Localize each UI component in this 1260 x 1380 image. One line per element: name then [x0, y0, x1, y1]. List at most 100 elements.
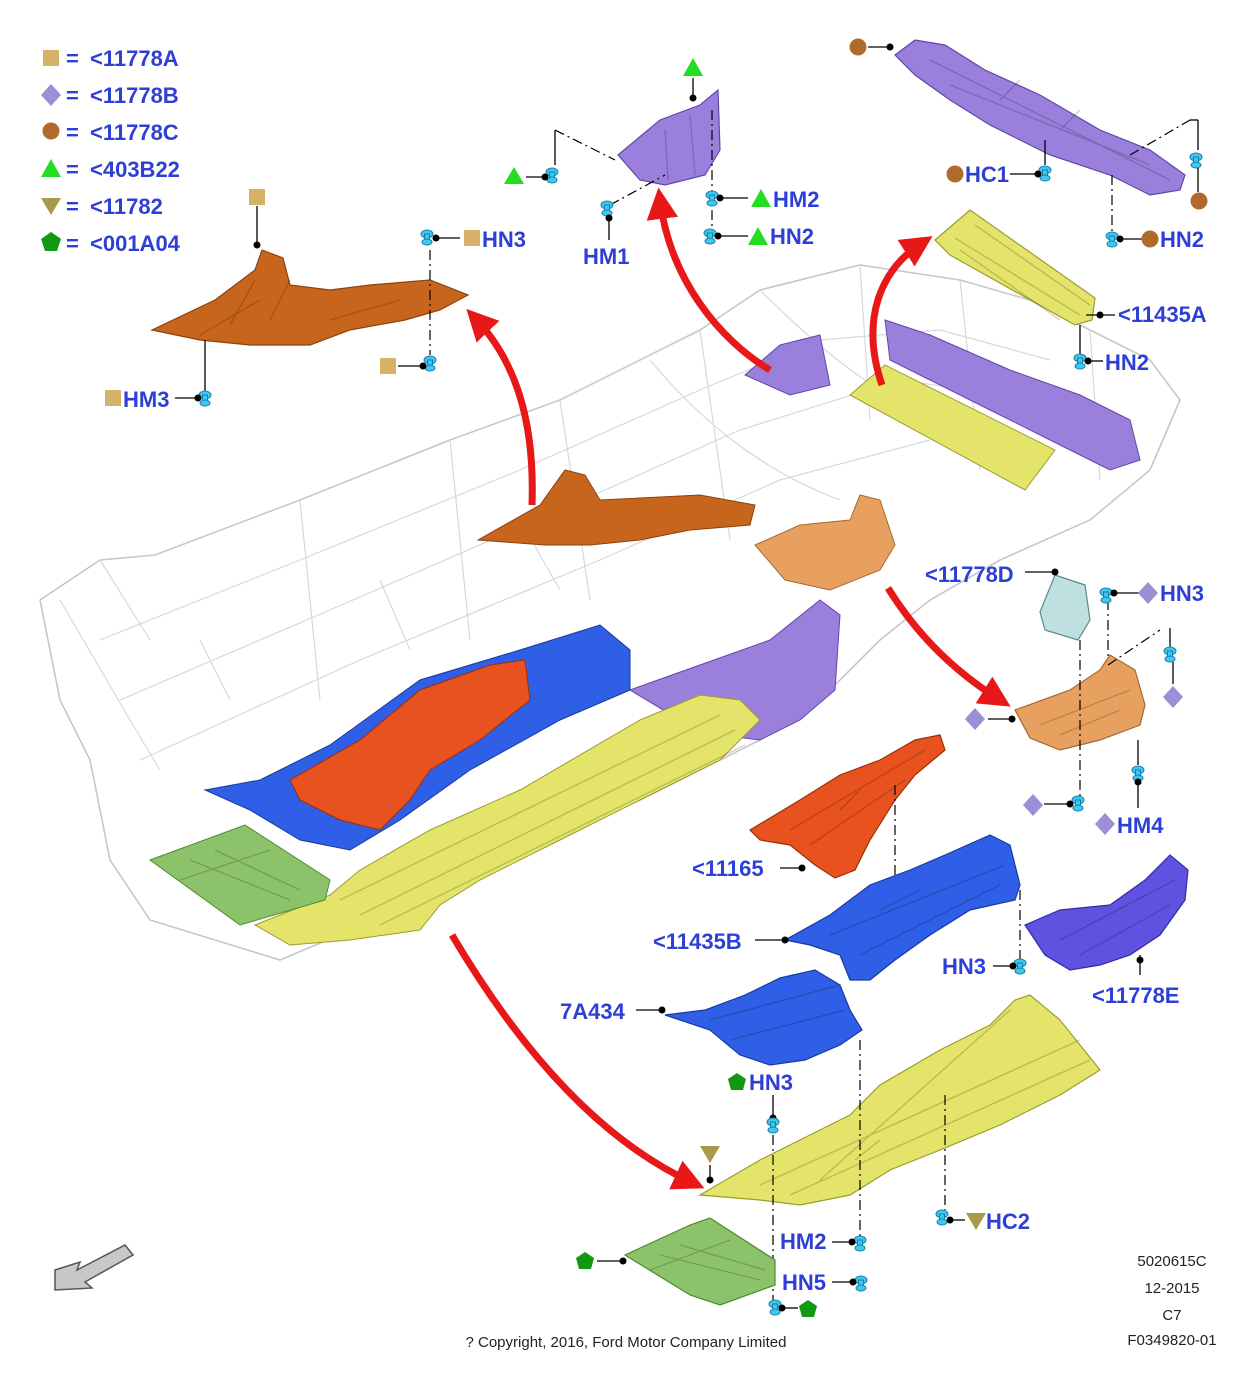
callout-hn5: HN5: [782, 1270, 826, 1295]
legend-row-11778c: = <11778C: [42, 120, 179, 145]
callout-hn3-mid: HN3: [942, 954, 986, 979]
callout-hn3: HN3: [482, 227, 526, 252]
legend-ref: <11778A: [90, 46, 179, 71]
drawing-revision: C7: [1162, 1307, 1181, 1324]
red-arrow-to-orange-insulator: [466, 308, 536, 506]
callout-7a434: 7A434: [560, 999, 626, 1024]
installed-purple-rear-insulator: [884, 319, 1141, 471]
diamond-marker-icon: [1163, 686, 1183, 708]
pentagon-marker-icon: [576, 1252, 594, 1269]
triangle-up-marker-icon: [683, 58, 703, 76]
clip-icon: [1189, 152, 1203, 169]
clip-icon: [423, 355, 437, 372]
installed-purple-tunnel-insulator: [744, 334, 831, 396]
triangle-down-marker-icon: [700, 1146, 720, 1163]
legend-ref: <001A04: [90, 231, 181, 256]
clip-icon: [1071, 795, 1085, 812]
clip-icon: [853, 1235, 867, 1252]
legend-equals: =: [66, 83, 79, 108]
legend-row-11778b: = <11778B: [41, 83, 179, 108]
circle-marker-icon: [849, 38, 867, 56]
rear-bracket-assembly: <11778D HN3 HM4: [925, 562, 1204, 838]
installed-components: [148, 319, 1141, 946]
green-skid-plate-part: [576, 1217, 817, 1317]
callout-hc1: HC1: [965, 162, 1009, 187]
callout-hn2: HN2: [770, 224, 814, 249]
installed-yellow-floor-shield: [253, 694, 761, 946]
legend-equals: =: [66, 46, 79, 71]
clip-icon: [1105, 231, 1119, 248]
square-marker-icon: [249, 189, 265, 205]
callout-hm2: HM2: [773, 187, 819, 212]
pentagon-marker-icon: [728, 1073, 746, 1090]
vehicle-front-direction-icon: [54, 1244, 135, 1291]
callout-11165: <11165: [692, 856, 764, 881]
installed-orange-insulator: [476, 469, 756, 546]
blue-shield-7a434-part: 7A434: [560, 969, 863, 1066]
callout-hm3: HM3: [123, 387, 169, 412]
bracket-11778d: [1039, 574, 1091, 641]
purple-insulator-11778e-part: <11778E: [1024, 854, 1189, 1008]
legend-row-001a04: = <001A04: [41, 231, 181, 256]
clip-icon: [600, 200, 614, 217]
diamond-marker-icon: [1023, 794, 1043, 816]
triangle-up-marker-icon: [41, 159, 61, 177]
figure-id: F0349820-01: [1127, 1332, 1216, 1349]
clip-icon: [935, 1209, 949, 1226]
legend: = <11778A = <11778B = <11778C = <403B22 …: [41, 46, 181, 256]
pentagon-marker-icon: [799, 1300, 817, 1317]
circle-marker-icon: [42, 122, 60, 140]
yellow-floor-shield-part: HC2 HM2 HN5 HN3: [698, 994, 1101, 1300]
callout-hn3-right: HN3: [1160, 581, 1204, 606]
clip-icon: [1099, 587, 1113, 604]
diamond-marker-icon: [965, 708, 985, 730]
clip-icon: [420, 229, 434, 246]
legend-ref: <403B22: [90, 157, 180, 182]
red-arrow-to-yellow-rear-shield: [869, 236, 933, 387]
pentagon-marker-icon: [41, 232, 61, 251]
callout-hm2-bottom: HM2: [780, 1229, 826, 1254]
red-arrow-to-rear-bracket: [885, 586, 1011, 707]
orange-insulator-part: HM3 HN3: [105, 189, 526, 412]
clip-icon: [1073, 353, 1087, 370]
triangle-up-marker-icon: [751, 189, 771, 207]
triangle-up-marker-icon: [504, 167, 524, 184]
red-arrow-to-purple-bracket: [646, 187, 772, 374]
installed-yellow-rear-shield: [849, 364, 1056, 491]
legend-row-403b22: = <403B22: [41, 157, 180, 182]
callout-hc2: HC2: [986, 1209, 1030, 1234]
circle-marker-icon: [1141, 230, 1159, 248]
clip-icon: [1163, 646, 1177, 663]
callout-11778e: <11778E: [1092, 983, 1179, 1008]
clip-icon: [703, 228, 717, 245]
explode-arrows: [448, 187, 1011, 1190]
square-marker-icon: [105, 390, 121, 406]
legend-row-11778a: = <11778A: [43, 46, 179, 71]
purple-bracket-part: HM1 HM2 HN2: [504, 58, 819, 269]
drawing-date: 12-2015: [1144, 1280, 1199, 1297]
square-marker-icon: [380, 358, 396, 374]
square-marker-icon: [43, 50, 59, 66]
clip-icon: [854, 1275, 868, 1292]
copyright-notice: ? Copyright, 2016, Ford Motor Company Li…: [466, 1334, 787, 1351]
drawing-metadata: 5020615C 12-2015 C7 F0349820-01 ? Copyri…: [466, 1253, 1217, 1351]
callout-hm1: HM1: [583, 244, 629, 269]
legend-ref: <11782: [90, 194, 163, 219]
legend-ref: <11778B: [90, 83, 179, 108]
clip-icon: [766, 1117, 780, 1134]
yellow-rear-shield-part: <11435A HN2: [934, 209, 1207, 375]
purple-long-insulator-part: HC1 HN2: [849, 38, 1208, 252]
callout-11435b: <11435B: [653, 929, 742, 954]
square-marker-icon: [464, 230, 480, 246]
callout-hn3-bottom: HN3: [749, 1070, 793, 1095]
drawing-code: 5020615C: [1137, 1253, 1206, 1270]
blue-tunnel-shield-part: <11435B HN3: [653, 834, 1027, 981]
circle-marker-icon: [946, 165, 964, 183]
callout-11435a: <11435A: [1118, 302, 1207, 327]
red-heat-shield-part: <11165: [692, 734, 946, 881]
callout-hn2-mid: HN2: [1105, 350, 1149, 375]
legend-row-11782: = <11782: [41, 194, 163, 219]
triangle-down-marker-icon: [966, 1213, 986, 1230]
diamond-marker-icon: [1095, 813, 1115, 835]
